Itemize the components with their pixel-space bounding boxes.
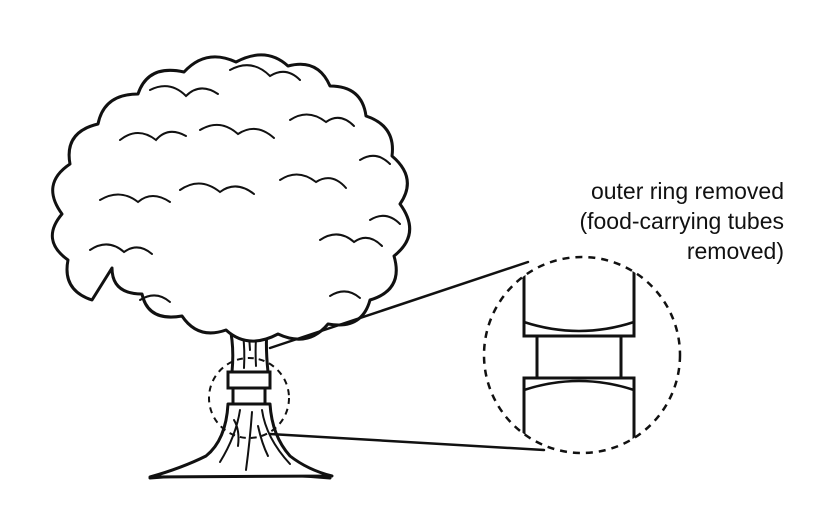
girdle-band (231, 386, 267, 406)
foliage-detail (89, 64, 401, 303)
ring-marker-circle (208, 357, 290, 439)
trunk-lower (148, 402, 334, 479)
annotation-line-2: (food-carrying tubes (579, 208, 784, 234)
upper-ring-edge (226, 370, 272, 390)
foliage (51, 53, 412, 343)
connector-lines (268, 260, 546, 452)
bark-lower (219, 409, 291, 471)
annotation-line-1: outer ring removed (590, 178, 784, 204)
annotation-label: outer ring removed (food-carrying tubes … (484, 176, 784, 266)
annotation-line-3: removed) (686, 238, 784, 264)
magnified-view (482, 255, 682, 455)
